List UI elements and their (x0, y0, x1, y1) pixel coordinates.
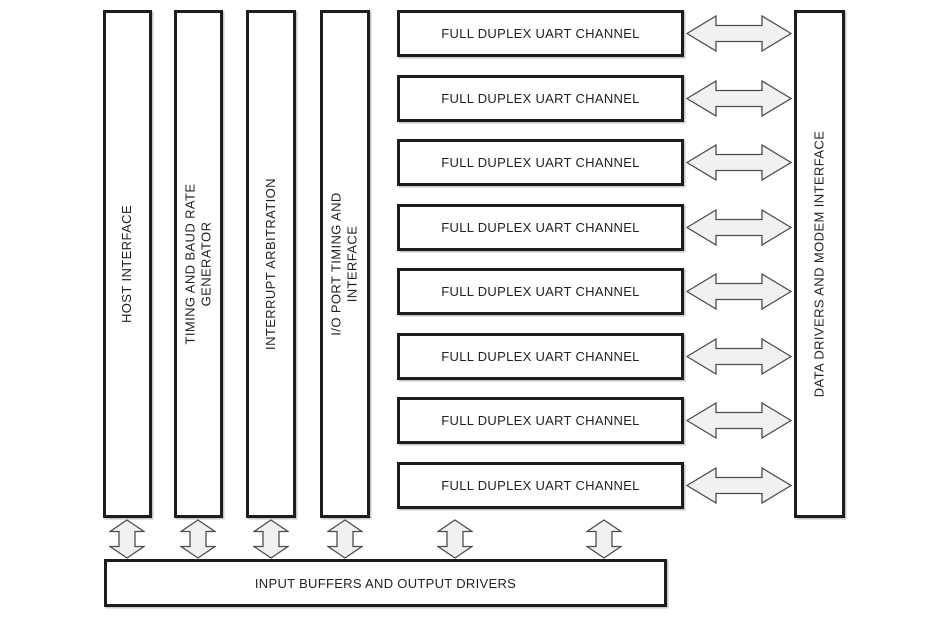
bidirectional-horizontal-arrow-icon (686, 466, 792, 504)
uart-channel-block-5: FULL DUPLEX UART CHANNEL (397, 268, 684, 316)
interrupt-arbitration-block: INTERRUPT ARBITRATION (246, 10, 296, 518)
bidirectional-vertical-arrow-icon (586, 519, 622, 559)
bidirectional-vertical-arrow-icon (437, 519, 473, 559)
uart-channel-block-2: FULL DUPLEX UART CHANNEL (397, 74, 684, 122)
uart-channel-label: FULL DUPLEX UART CHANNEL (441, 90, 640, 106)
uart-channel-label: FULL DUPLEX UART CHANNEL (441, 219, 640, 235)
bidirectional-horizontal-arrow-icon (686, 15, 792, 52)
uart-channel-stack: FULL DUPLEX UART CHANNEL FULL DUPLEX UAR… (397, 10, 684, 509)
bidirectional-horizontal-arrow-icon (686, 337, 792, 375)
uart-channel-label: FULL DUPLEX UART CHANNEL (441, 26, 640, 41)
input-buffers-output-drivers-label: INPUT BUFFERS AND OUTPUT DRIVERS (254, 575, 517, 591)
bidirectional-vertical-arrow-icon (109, 519, 145, 559)
uart-channel-label: FULL DUPLEX UART CHANNEL (441, 477, 640, 493)
bidirectional-horizontal-arrow-icon (686, 144, 792, 182)
uart-channel-label: FULL DUPLEX UART CHANNEL (441, 284, 640, 300)
input-buffers-output-drivers-block: INPUT BUFFERS AND OUTPUT DRIVERS (104, 559, 667, 607)
uart-channel-label: FULL DUPLEX UART CHANNEL (441, 348, 640, 364)
uart-channel-block-6: FULL DUPLEX UART CHANNEL (397, 332, 684, 380)
interrupt-arbitration-label: INTERRUPT ARBITRATION (263, 178, 279, 350)
host-interface-label: HOST INTERFACE (119, 204, 135, 324)
bidirectional-horizontal-arrow-icon (686, 79, 792, 117)
uart-channel-block-3: FULL DUPLEX UART CHANNEL (397, 139, 684, 187)
uart-channel-label: FULL DUPLEX UART CHANNEL (441, 155, 640, 171)
data-drivers-modem-interface-block: DATA DRIVERS AND MODEM INTERFACE (794, 10, 845, 518)
host-interface-block: HOST INTERFACE (103, 10, 152, 518)
uart-channel-label: FULL DUPLEX UART CHANNEL (441, 413, 640, 429)
timing-baud-rate-generator-label: TIMING AND BAUD RATE GENERATOR (182, 183, 214, 345)
bidirectional-vertical-arrow-icon (180, 519, 216, 559)
io-port-timing-interface-label: I/O PORT TIMING AND INTERFACE (329, 192, 360, 336)
timing-baud-rate-generator-block: TIMING AND BAUD RATE GENERATOR (174, 10, 223, 518)
uart-channel-block-4: FULL DUPLEX UART CHANNEL (397, 203, 684, 251)
uart-channel-block-1: FULL DUPLEX UART CHANNEL (397, 10, 684, 57)
bidirectional-horizontal-arrow-icon (686, 273, 792, 311)
bidirectional-horizontal-arrow-icon (686, 402, 792, 440)
uart-modem-arrow-column (686, 10, 792, 509)
bidirectional-horizontal-arrow-icon (686, 208, 792, 246)
uart-channel-block-7: FULL DUPLEX UART CHANNEL (397, 397, 684, 445)
io-port-timing-interface-block: I/O PORT TIMING AND INTERFACE (320, 10, 370, 518)
data-drivers-modem-interface-label: DATA DRIVERS AND MODEM INTERFACE (811, 130, 827, 398)
uart-channel-block-8: FULL DUPLEX UART CHANNEL (397, 461, 684, 509)
bidirectional-vertical-arrow-icon (253, 519, 289, 559)
bidirectional-vertical-arrow-icon (327, 519, 363, 559)
